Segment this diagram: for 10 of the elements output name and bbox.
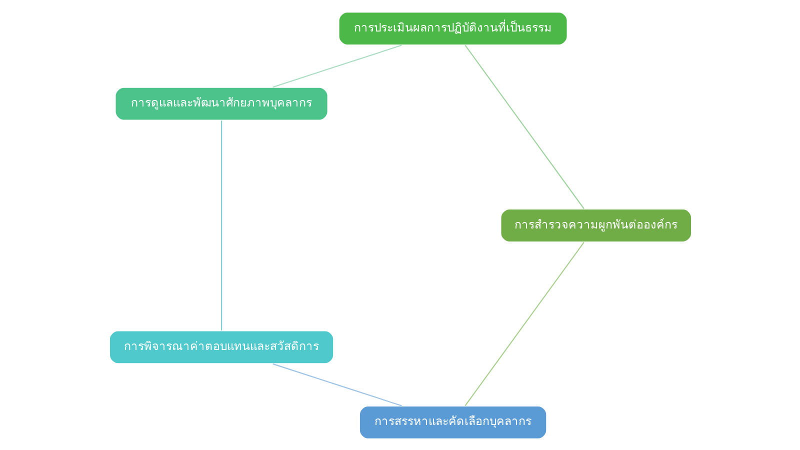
node-box: การพิจารณาค่าตอบแทนและสวัสดิการ bbox=[108, 329, 334, 364]
connector bbox=[464, 241, 584, 406]
node-box: การประเมินผลการปฏิบัติงานที่เป็นธรรม bbox=[337, 10, 568, 46]
node-box: การสรรหาและคัดเลือกบุคลากร bbox=[358, 404, 548, 440]
connector bbox=[220, 120, 222, 330]
connector bbox=[272, 44, 402, 88]
connector bbox=[272, 362, 402, 406]
node-box: การดูแลและพัฒนาศักยภาพบุคลากร bbox=[114, 86, 328, 121]
node-box: การสำรวจความผูกพันต่อองค์กร bbox=[499, 208, 692, 242]
connector bbox=[464, 44, 584, 209]
